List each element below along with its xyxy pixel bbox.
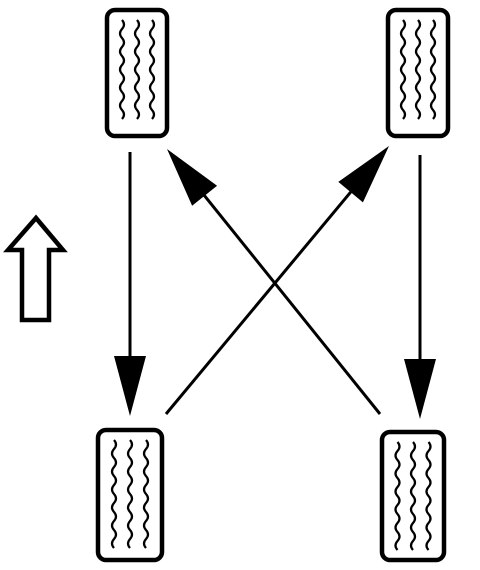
arrow-shaft <box>164 188 355 415</box>
tread-groove <box>142 439 150 549</box>
arrow-head <box>114 356 146 416</box>
rotation-arrows <box>114 146 436 419</box>
tread-groove <box>133 19 141 120</box>
up-arrow-outline-icon <box>3 214 68 323</box>
tread-groove <box>110 439 118 549</box>
tire-icon-rear-right <box>379 429 447 563</box>
rotation-arrow-rear-left-to-front-right <box>164 146 389 415</box>
tire-icon-front-right <box>385 7 451 139</box>
tread-groove <box>399 19 407 120</box>
rotation-arrow-front-left-to-rear-left <box>114 152 146 416</box>
arrow-head <box>404 359 436 419</box>
tread-groove <box>148 19 156 120</box>
arrow-head <box>338 146 389 203</box>
rotation-arrow-rear-right-to-front-left <box>167 149 382 415</box>
arrow-head <box>167 149 218 206</box>
tread-groove <box>118 19 126 120</box>
tread-groove <box>425 441 432 551</box>
tread-groove <box>409 441 417 551</box>
rotation-arrow-front-right-to-rear-right <box>404 155 436 419</box>
tread-groove <box>429 19 437 120</box>
tread-groove <box>126 439 134 549</box>
tread-groove <box>414 19 422 120</box>
tires <box>95 7 451 563</box>
tire-icon-rear-left <box>95 427 165 563</box>
tread-groove <box>394 441 401 551</box>
tire-icon-front-left <box>104 7 170 139</box>
arrow-shaft <box>200 191 382 415</box>
